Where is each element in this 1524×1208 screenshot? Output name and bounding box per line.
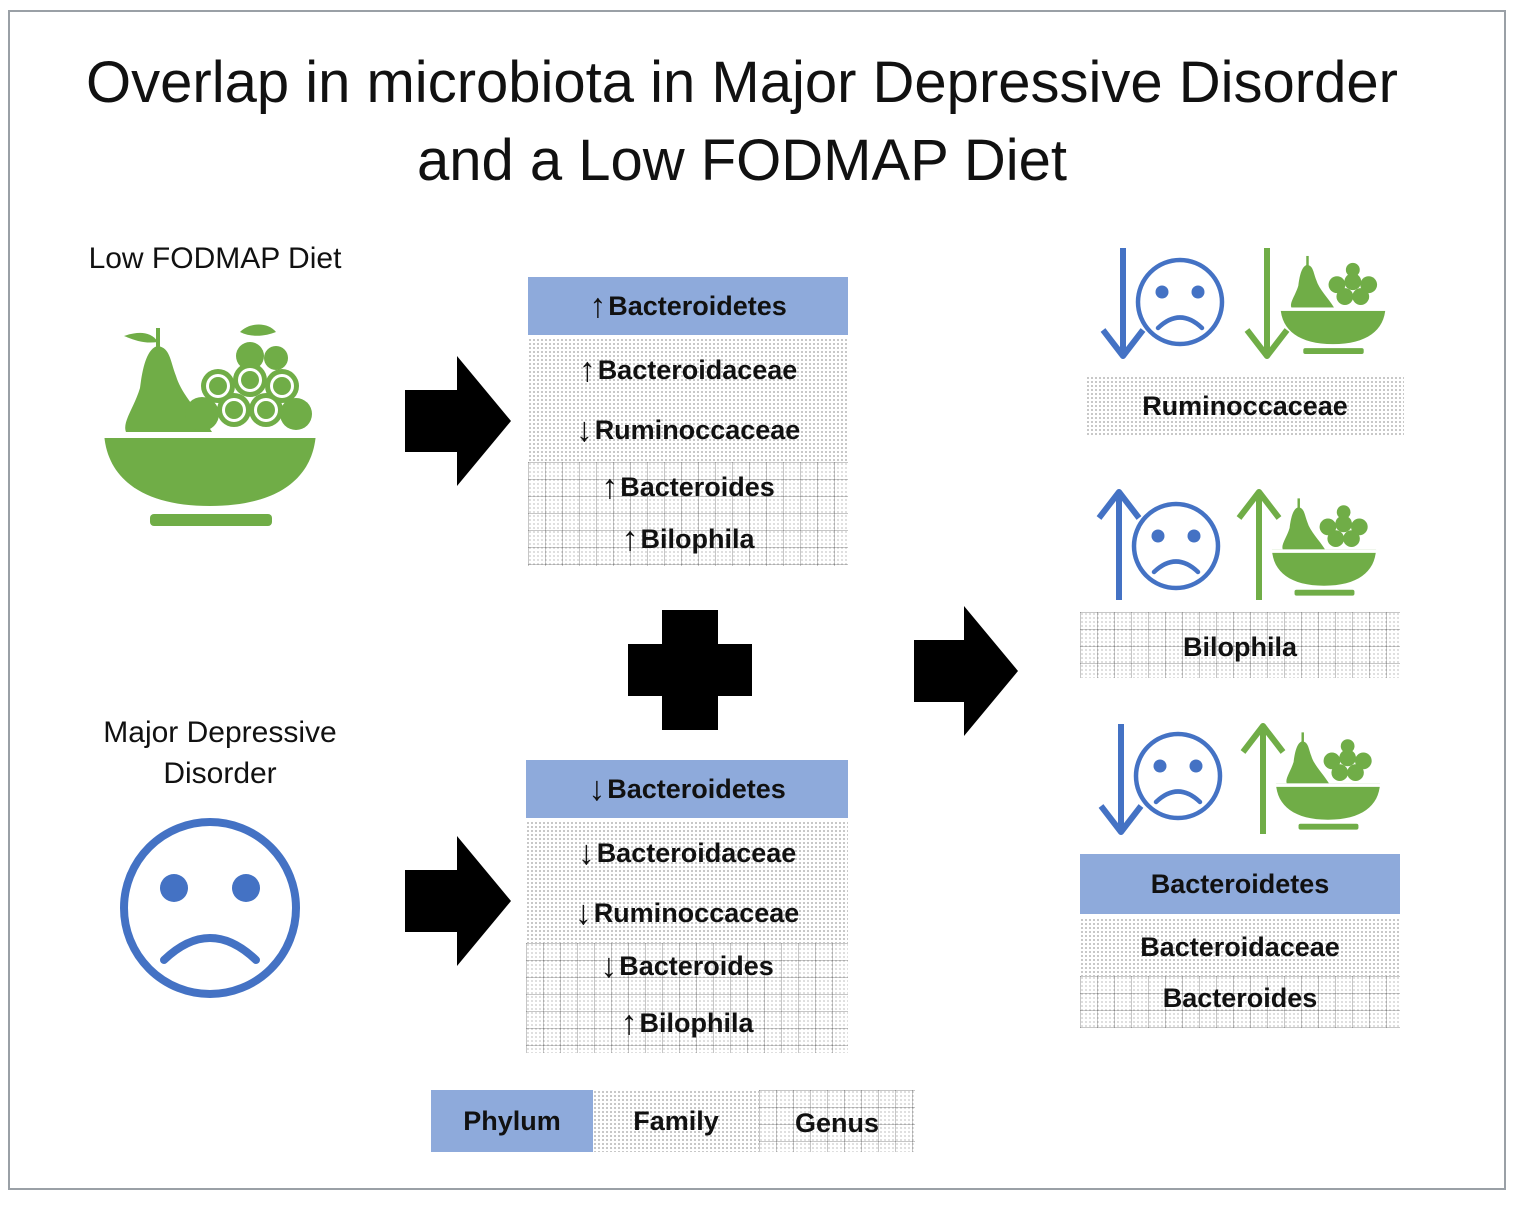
mdd-phylum-name: Bacteroidetes	[607, 773, 786, 804]
mdd-arrow-icon	[405, 836, 511, 966]
overlap-1-fruit-bowl-icon	[1280, 255, 1386, 355]
diet-genus-1-arrow: ↑	[601, 467, 619, 506]
diet-family-2-arrow: ↓	[575, 410, 593, 449]
legend-family-label: Family	[633, 1105, 719, 1136]
overlap-1-mdd-down-arrow-icon	[1100, 248, 1146, 359]
diet-genus-2-arrow: ↑	[621, 519, 639, 558]
mdd-genus-2-name: Bilophila	[639, 1007, 754, 1038]
mdd-genus-1-name: Bacteroides	[619, 950, 774, 981]
diet-family-rows: ↑ Bacteroidaceae ↓ Ruminoccaceae	[528, 338, 848, 462]
overlap-3-fruit-bowl-icon	[1275, 732, 1381, 830]
mdd-genus-2-arrow: ↑	[620, 1003, 638, 1042]
overlap-3-diet-up-arrow-icon	[1240, 723, 1286, 834]
title-line-2: and a Low FODMAP Diet	[416, 128, 1068, 193]
title-line-1: Overlap in microbiota in Major Depressiv…	[86, 50, 1398, 115]
mdd-family-2-name: Ruminoccaceae	[593, 897, 800, 928]
mdd-label-line-2: Disorder	[163, 757, 277, 790]
diet-phylum-arrow: ↑	[589, 286, 607, 325]
mdd-phylum-arrow: ↓	[588, 769, 606, 808]
legend-genus: Genus	[759, 1090, 915, 1152]
mdd-genus-rows: ↓ Bacteroides ↑ Bilophila	[526, 943, 848, 1053]
diet-arrow-icon	[405, 356, 511, 486]
diet-family-1-name: Bacteroidaceae	[597, 354, 798, 385]
mdd-genus-1-arrow: ↓	[600, 946, 618, 985]
mdd-family-rows: ↓ Bacteroidaceae ↓ Ruminoccaceae	[526, 821, 848, 943]
overlap-2-genus-row: Bilophila	[1080, 612, 1400, 678]
mdd-family-1-arrow: ↓	[577, 833, 595, 872]
figure-frame	[8, 10, 1506, 1190]
mdd-family-2-arrow: ↓	[574, 893, 592, 932]
fruit-bowl-icon	[104, 324, 316, 526]
overlap-3-mdd-down-arrow-icon	[1098, 724, 1144, 835]
overlap-2-fruit-bowl-icon	[1271, 498, 1377, 596]
mdd-family-1-name: Bacteroidaceae	[596, 837, 797, 868]
sad-face-icon	[120, 818, 300, 998]
mdd-label-line-1: Major Depressive	[103, 716, 337, 749]
figure-title: Overlap in microbiota in Major Depressiv…	[40, 44, 1444, 200]
overlap-3-sad-face-icon	[1133, 731, 1223, 821]
legend-family: Family	[593, 1090, 759, 1152]
diet-phylum-name: Bacteroidetes	[608, 290, 787, 321]
overlap-3-phylum-row: Bacteroidetes	[1080, 854, 1400, 914]
overlap-1-taxon: Ruminoccaceae	[1142, 390, 1348, 421]
diet-label: Low FODMAP Diet	[88, 242, 342, 275]
overlap-1-family-row: Ruminoccaceae	[1086, 376, 1404, 436]
plus-icon	[628, 610, 752, 730]
overlap-3-phylum-taxon: Bacteroidetes	[1150, 868, 1330, 899]
overlap-3-family-row: Bacteroidaceae	[1080, 918, 1400, 976]
overlap-1-diet-down-arrow-icon	[1244, 248, 1290, 359]
diet-genus-rows: ↑ Bacteroides ↑ Bilophila	[528, 462, 848, 566]
legend-phylum: Phylum	[431, 1090, 593, 1152]
legend-phylum-label: Phylum	[463, 1105, 561, 1136]
mdd-phylum-row: ↓ Bacteroidetes	[526, 760, 848, 818]
overlap-3-family-taxon: Bacteroidaceae	[1140, 931, 1340, 962]
result-arrow-icon	[914, 606, 1018, 736]
diet-phylum-row: ↑ Bacteroidetes	[528, 277, 848, 335]
mdd-label: Major Depressive Disorder	[60, 712, 380, 794]
overlap-3-genus-row: Bacteroides	[1080, 976, 1400, 1028]
diet-genus-2-name: Bilophila	[640, 523, 755, 554]
overlap-3-genus-taxon: Bacteroides	[1162, 982, 1318, 1013]
diet-family-1-arrow: ↑	[578, 350, 596, 389]
diet-family-2-name: Ruminoccaceae	[594, 414, 801, 445]
diet-genus-1-name: Bacteroides	[620, 471, 775, 502]
legend-genus-label: Genus	[794, 1107, 880, 1138]
overlap-2-sad-face-icon	[1131, 501, 1221, 591]
overlap-1-sad-face-icon	[1135, 257, 1225, 347]
overlap-2-diet-up-arrow-icon	[1236, 489, 1282, 600]
overlap-2-taxon: Bilophila	[1183, 631, 1297, 662]
overlap-2-mdd-up-arrow-icon	[1096, 489, 1142, 600]
